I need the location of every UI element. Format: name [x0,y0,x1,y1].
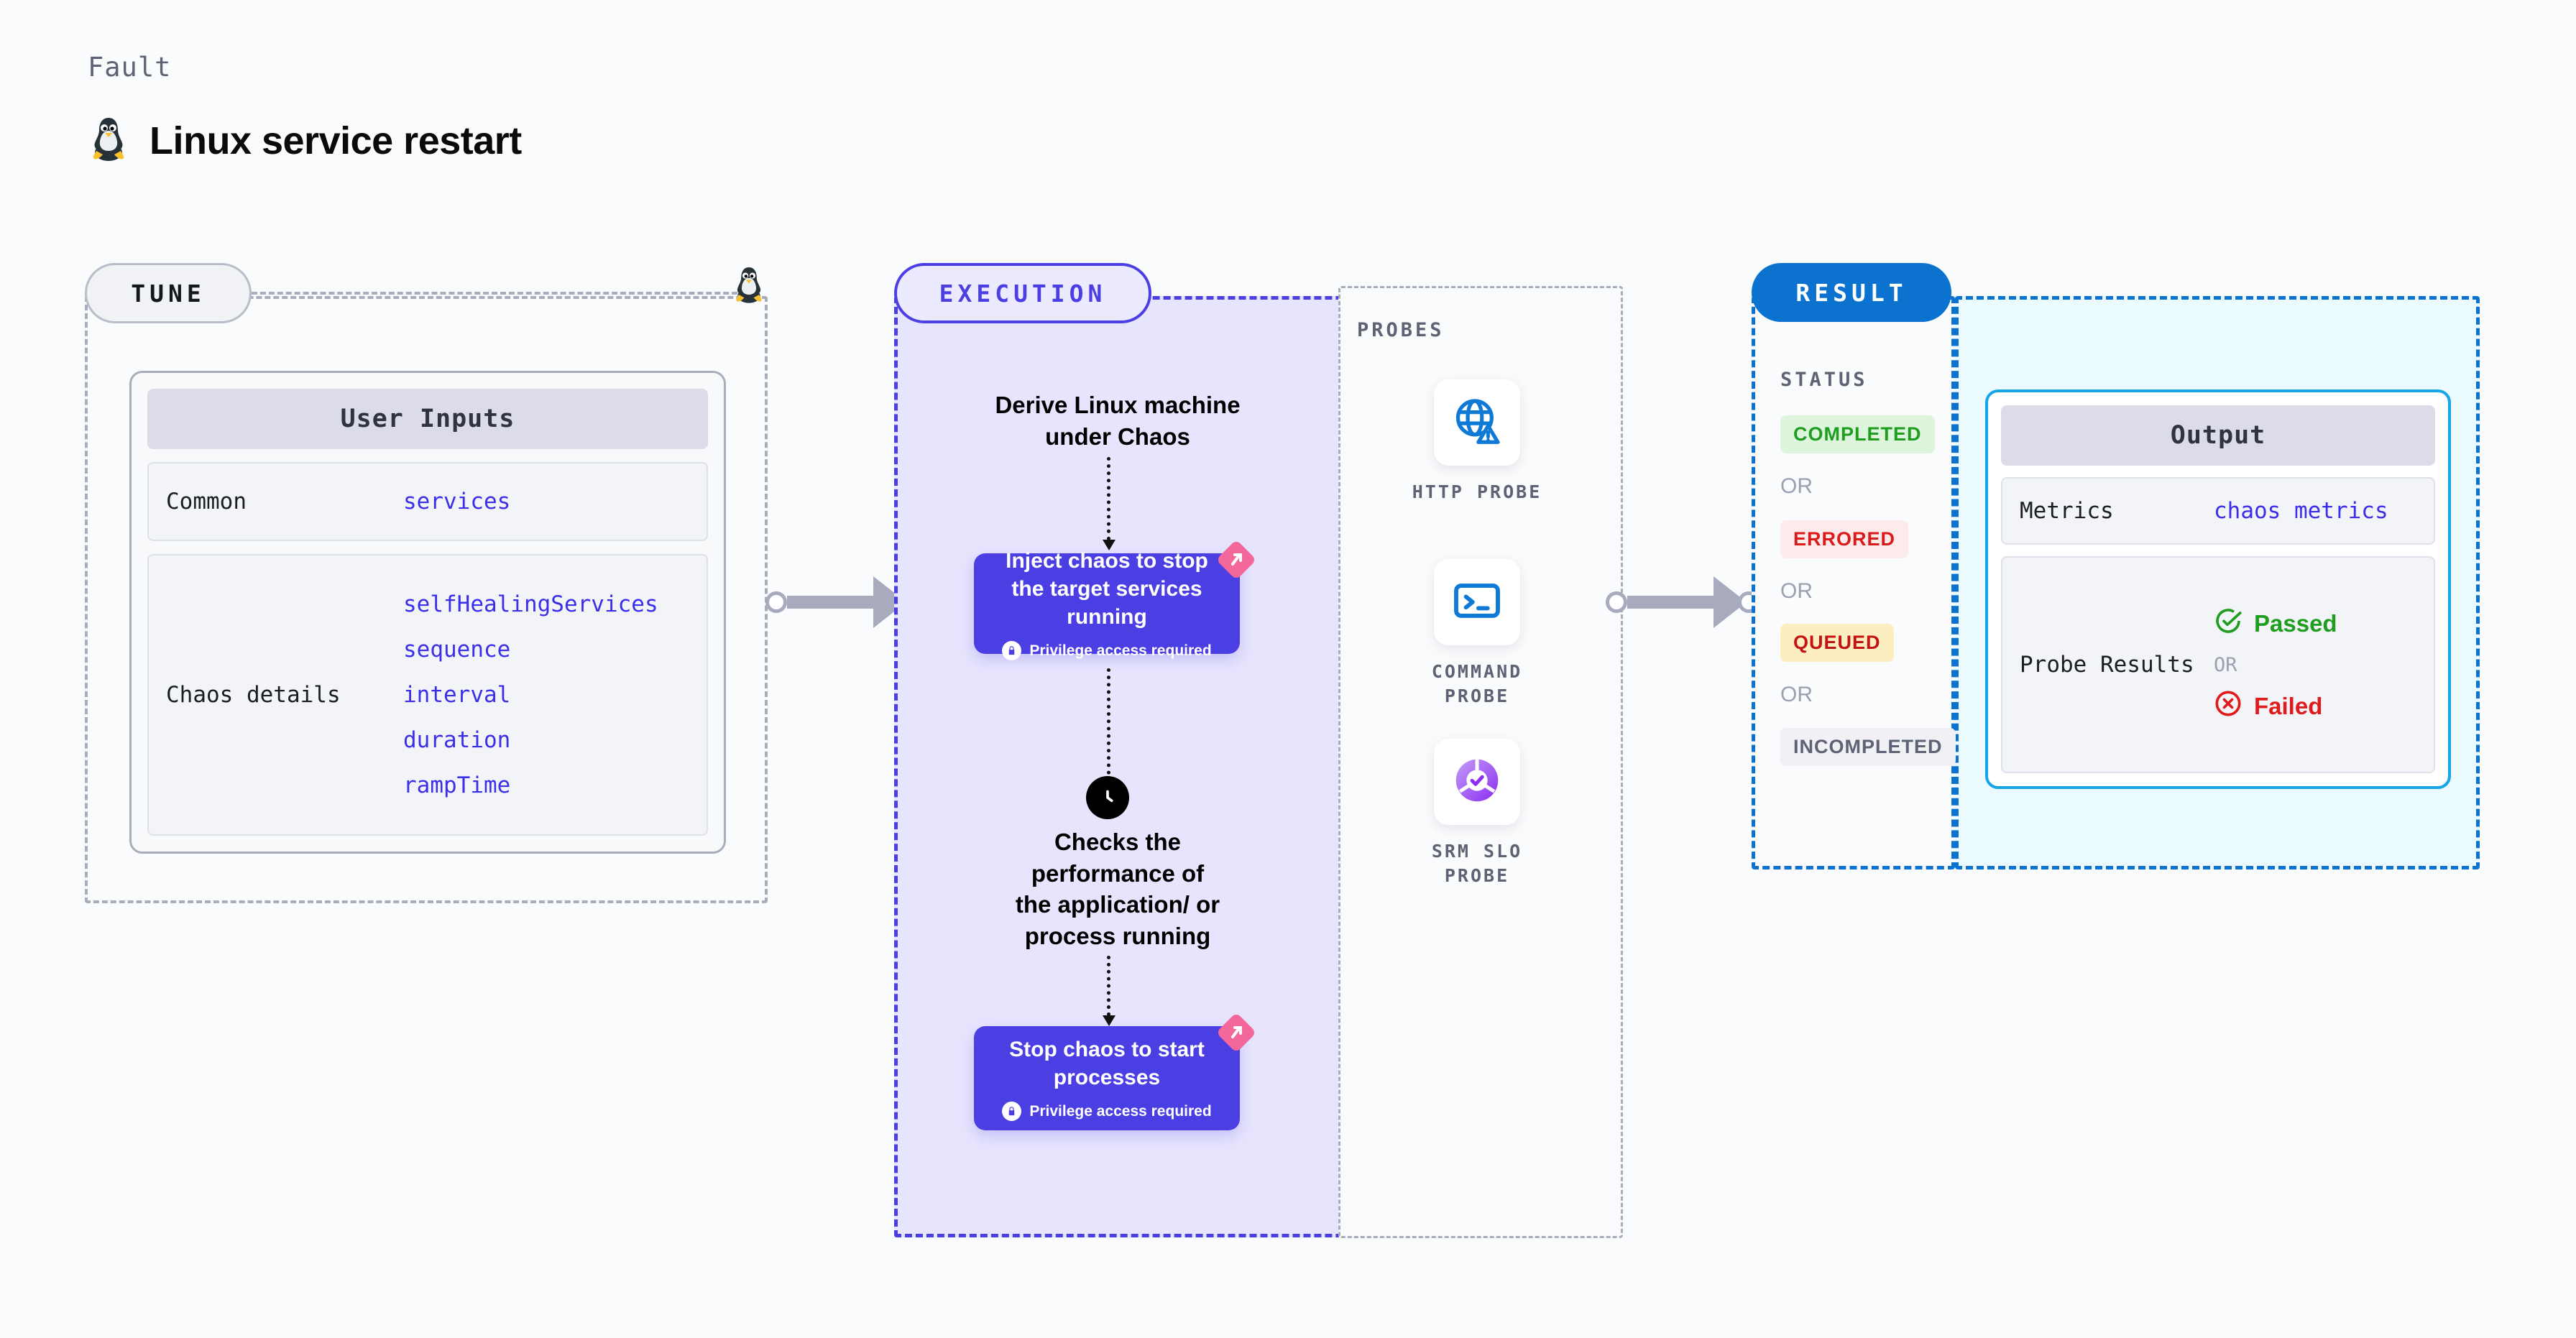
output-row-value[interactable]: chaos metrics [2214,498,2388,524]
connector-execution-to-result [1606,576,1760,628]
chaos-badge-icon [1214,1010,1259,1055]
globe-warning-icon [1450,395,1504,451]
lock-icon [1002,641,1022,660]
user-inputs-card: User Inputs Common services Chaos detail… [129,371,726,854]
probe-caption: HTTP PROBE [1412,481,1542,502]
output-row-key: Metrics [2020,498,2114,524]
page-title-row: Linux service restart [88,115,522,166]
check-circle-icon [2214,606,2242,641]
chaos-card-title: Stop chaos to start processes [1009,1038,1205,1089]
result-status-panel [1752,296,1955,869]
output-row-probe-results[interactable]: Probe Results Passed OR [2001,556,2435,773]
tune-penguin-icon [732,264,766,308]
chaos-card-privilege-note: Privilege access required [1002,641,1212,660]
connector-start-dot [765,591,787,613]
input-row-common[interactable]: Common services [147,462,708,541]
execution-step-2-text: Checks the performance of the applicatio… [1015,829,1220,949]
output-row-key: Probe Results [2020,652,2194,678]
probe-item-srm-slo[interactable]: SRM SLO PROBE [1394,739,1560,888]
probe-caption: COMMAND PROBE [1431,661,1523,706]
connector-start-dot [1606,591,1627,613]
clock-icon [1086,776,1129,819]
execution-arrow-3 [1103,956,1116,1026]
probe-result-failed-label: Failed [2254,692,2323,719]
input-row-key: Common [166,489,247,515]
lock-icon [1002,1102,1022,1121]
probe-result-passed-label: Passed [2254,609,2337,637]
status-or-3: OR [1780,683,1813,706]
probe-tile [1434,559,1520,645]
result-pill[interactable]: RESULT [1752,263,1951,322]
probe-item-http[interactable]: HTTP PROBE [1394,379,1560,504]
execution-chaos-card-1[interactable]: Inject chaos to stop the target services… [974,549,1240,660]
input-row-chaos-details[interactable]: Chaos details selfHealingServices sequen… [147,554,708,836]
chaos-card-privilege-note: Privilege access required [1002,1102,1212,1121]
status-badge-completed: COMPLETED [1780,415,1935,453]
probe-tile [1434,739,1520,825]
user-inputs-title: User Inputs [147,389,708,449]
execution-arrow-1 [1103,457,1116,550]
page-kicker: Fault [88,52,172,83]
input-value[interactable]: rampTime [403,772,511,798]
chaos-card-title: Inject chaos to stop the target services… [1006,549,1208,629]
input-value[interactable]: interval [403,682,511,708]
input-value[interactable]: sequence [403,637,511,663]
probe-result-failed: Failed [2214,689,2337,724]
privilege-note-text: Privilege access required [1029,642,1212,659]
privilege-note-text: Privilege access required [1029,1102,1212,1120]
probe-item-command[interactable]: COMMAND PROBE [1394,559,1560,709]
x-circle-icon [2214,689,2242,724]
probe-tile [1434,379,1520,466]
input-value[interactable]: selfHealingServices [403,591,658,617]
connector-line [787,596,873,609]
input-row-key: Chaos details [166,682,341,708]
execution-chaos-card-2[interactable]: Stop chaos to start processes Privilege … [974,1026,1240,1130]
execution-step-1-text: Derive Linux machine under Chaos [995,392,1241,450]
output-row-metrics[interactable]: Metrics chaos metrics [2001,477,2435,545]
output-card-title: Output [2001,405,2435,466]
execution-step-2-label: Checks the performance of the applicatio… [938,826,1297,951]
tux-penguin-icon [88,115,129,166]
execution-step-1-label: Derive Linux machine under Chaos [938,389,1297,452]
input-value[interactable]: services [403,489,511,515]
probe-result-values: Passed OR Failed [2214,606,2337,724]
status-badge-errored: ERRORED [1780,520,1909,558]
probe-result-or: OR [2214,653,2237,676]
probe-result-passed: Passed [2214,606,2337,641]
probes-section-label: PROBES [1357,319,1445,341]
execution-pill[interactable]: EXECUTION [894,263,1151,323]
connector-line [1627,596,1714,609]
status-or-1: OR [1780,474,1813,498]
input-row-values: services [403,489,510,515]
input-row-values: selfHealingServices sequence interval du… [403,591,658,798]
input-value[interactable]: duration [403,727,511,753]
tune-pill[interactable]: TUNE [85,263,252,323]
execution-arrow-2 [1103,668,1116,792]
page-title: Linux service restart [150,119,522,162]
status-or-2: OR [1780,579,1813,603]
chaos-badge-icon [1214,537,1259,582]
status-section-label: STATUS [1780,369,1868,391]
status-badge-queued: QUEUED [1780,624,1894,662]
output-card: Output Metrics chaos metrics Probe Resul… [1985,389,2451,789]
status-badge-incompleted: INCOMPLETED [1780,728,1956,766]
tune-dashed-link [252,292,755,295]
terminal-icon [1450,574,1504,631]
probe-caption: SRM SLO PROBE [1431,841,1523,886]
slo-donut-check-icon [1450,754,1504,811]
